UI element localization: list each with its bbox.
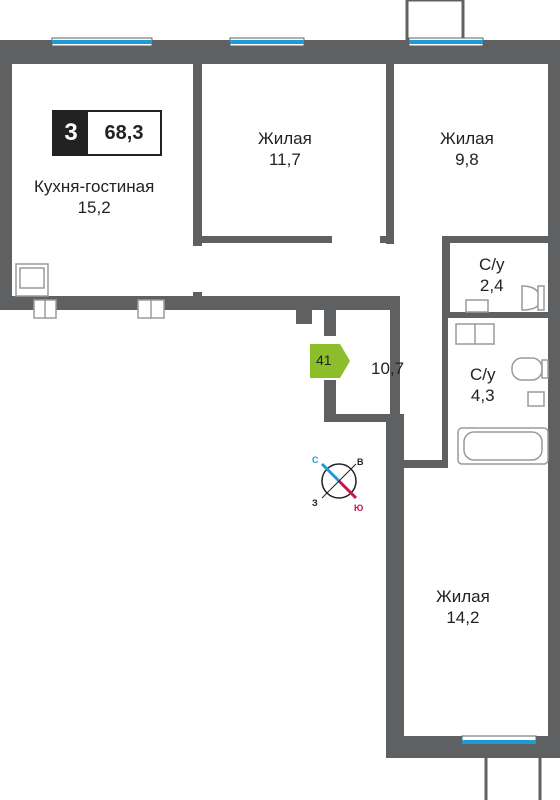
room-living-1-area: 11,7 (268, 150, 301, 169)
room-bath-1-area: 2,4 (479, 276, 504, 295)
total-area: 68,3 (88, 112, 160, 154)
entrance-number: 41 (316, 352, 332, 368)
room-kitchen-label: Кухня-гостиная 15,2 (34, 176, 154, 218)
kitchen-fixtures (15, 263, 165, 319)
room-living-2-area: 9,8 (455, 150, 479, 169)
room-bath-2-name: С/у (470, 365, 496, 384)
compass-south-label: Ю (354, 503, 364, 513)
entrance-tag: 41 (310, 344, 350, 378)
room-living-3-label: Жилая 14,2 (436, 586, 490, 628)
room-living-2-name: Жилая (440, 129, 494, 148)
room-bath-2-label: С/у 4,3 (470, 364, 496, 406)
compass-east-label: В (357, 457, 364, 467)
room-living-3-area: 14,2 (446, 608, 480, 627)
room-hall-label: 10,7 (371, 358, 404, 379)
room-bath-1-name: С/у (479, 255, 505, 274)
compass-rose (320, 462, 358, 500)
entrance-tag-shape (310, 344, 350, 378)
room-kitchen-area: 15,2 (77, 198, 111, 217)
room-kitchen-name: Кухня-гостиная (34, 177, 155, 196)
room-bath-2-area: 4,3 (470, 386, 495, 405)
room-count: 3 (54, 112, 88, 154)
room-living-1-label: Жилая 11,7 (258, 128, 312, 170)
balcony-bottom (484, 748, 542, 800)
bathroom-fixtures (455, 285, 549, 465)
room-living-2-label: Жилая 9,8 (440, 128, 494, 170)
windows (51, 37, 537, 745)
room-bath-1-label: С/у 2,4 (479, 254, 505, 296)
room-living-3-name: Жилая (436, 587, 490, 606)
room-hall-area: 10,7 (371, 359, 405, 378)
compass-west-label: З (312, 498, 318, 508)
apartment-badge: 3 68,3 (52, 110, 162, 156)
compass-north-label: С (312, 455, 319, 465)
balcony-top (405, 0, 465, 42)
room-living-1-name: Жилая (258, 129, 312, 148)
